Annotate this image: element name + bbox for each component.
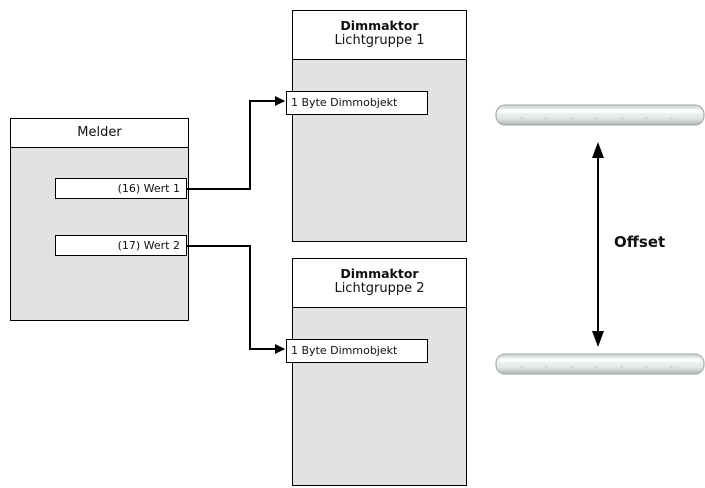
actuator-2-title: Dimmaktor <box>340 266 419 281</box>
luminaire-2 <box>495 353 705 375</box>
luminaire-1 <box>495 104 705 126</box>
melder-output-2: (17) Wert 2 <box>55 235 187 256</box>
offset-arrow-head-top <box>592 142 604 158</box>
actuator-2-subtitle: Lichtgruppe 2 <box>334 281 425 296</box>
offset-label: Offset <box>614 233 666 251</box>
connector-line-1 <box>187 96 285 190</box>
offset-arrow-head-bottom <box>592 331 604 347</box>
actuator-1-header: Dimmaktor Lichtgruppe 1 <box>293 11 466 60</box>
melder-header: Melder <box>11 119 188 148</box>
actuator-1-subtitle: Lichtgruppe 1 <box>334 33 425 48</box>
actuator-2-header: Dimmaktor Lichtgruppe 2 <box>293 259 466 308</box>
melder-title: Melder <box>77 125 122 140</box>
connector-line-2 <box>187 245 285 354</box>
actuator-1-input: 1 Byte Dimmobjekt <box>286 91 428 115</box>
melder-block: Melder <box>10 118 189 321</box>
actuator-1-title: Dimmaktor <box>340 18 419 33</box>
actuator-2-input: 1 Byte Dimmobjekt <box>286 339 428 363</box>
actuator-block-2: Dimmaktor Lichtgruppe 2 <box>292 258 467 486</box>
melder-output-1: (16) Wert 1 <box>55 178 187 199</box>
actuator-block-1: Dimmaktor Lichtgruppe 1 <box>292 10 467 242</box>
